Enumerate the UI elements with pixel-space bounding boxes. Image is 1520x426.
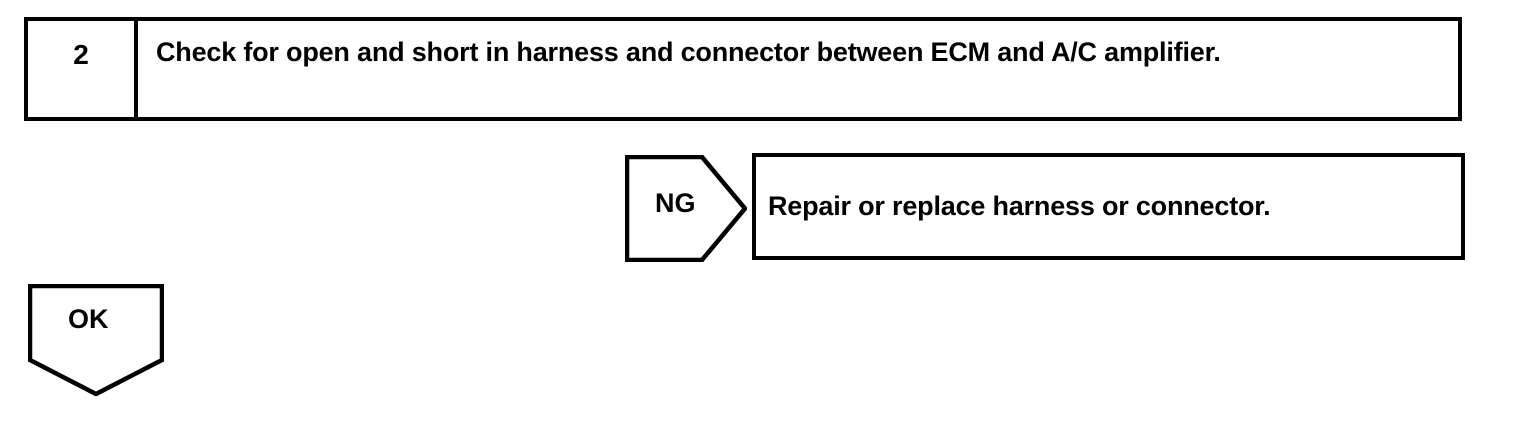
step-instruction-text: Check for open and short in harness and … [156, 37, 1221, 67]
ng-result-text: Repair or replace harness or connector. [768, 191, 1271, 221]
step-box: 2 Check for open and short in harness an… [24, 17, 1462, 121]
step-instruction-cell: Check for open and short in harness and … [142, 21, 1458, 117]
ng-result-box: Repair or replace harness or connector. [752, 153, 1465, 260]
step-number-cell: 2 [28, 21, 138, 117]
ok-pentagon-icon [28, 284, 164, 396]
ok-branch-label: OK [68, 304, 109, 334]
ng-branch-label: NG [655, 188, 696, 218]
ng-chevron-icon [625, 155, 747, 262]
step-number: 2 [73, 39, 89, 70]
